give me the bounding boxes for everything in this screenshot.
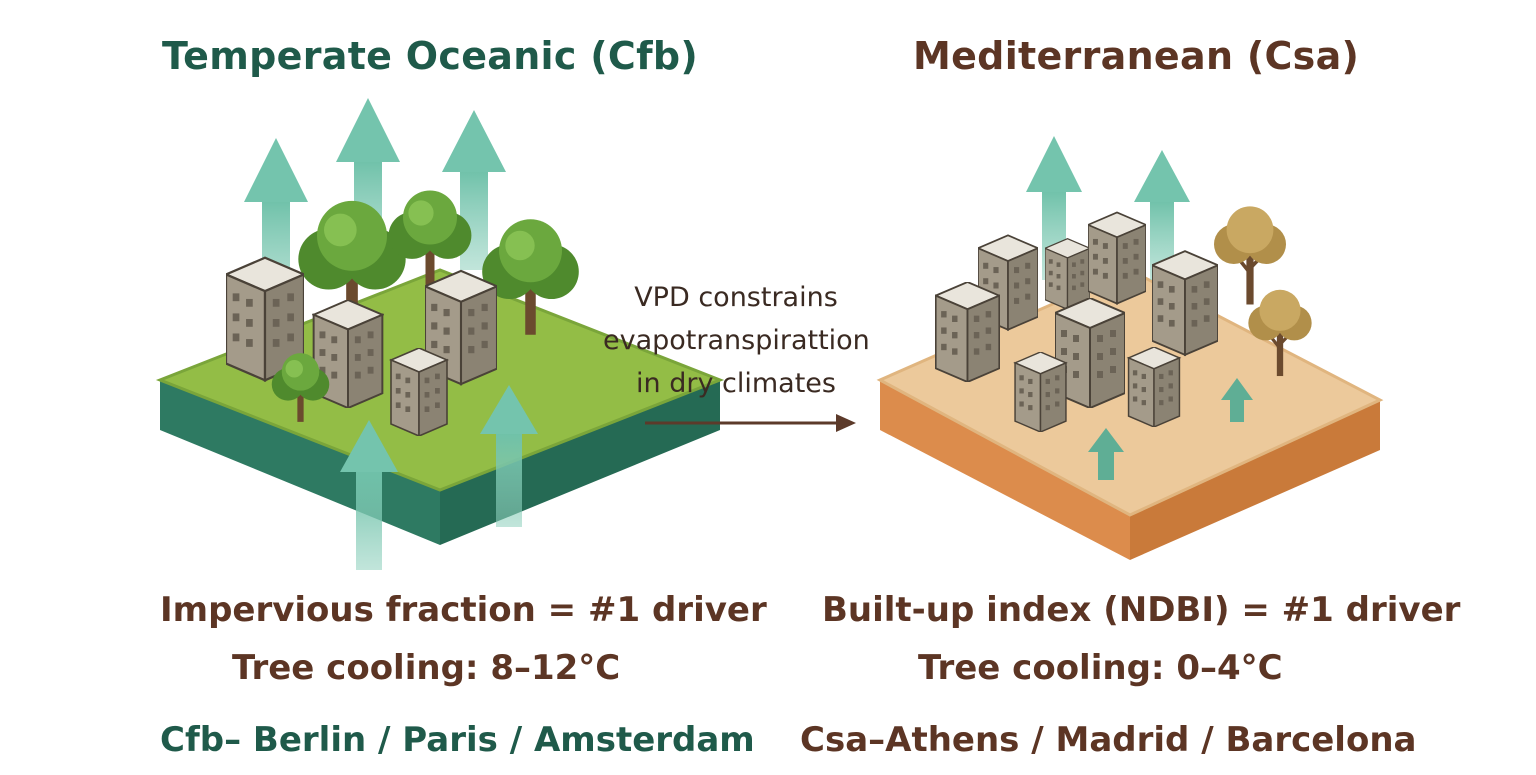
- building-block-icon: [1088, 211, 1146, 305]
- mediterranean-title: Mediterranean (Csa): [913, 34, 1360, 78]
- mediterranean-cities-label: Csa–Athens / Madrid / Barcelona: [800, 720, 1417, 760]
- sand-side-right: [1130, 400, 1380, 560]
- building-block-icon: [1014, 352, 1067, 432]
- mediterranean-cooling-label: Tree cooling: 0–4°C: [918, 648, 1283, 688]
- temperate-cities-label: Cfb– Berlin / Paris / Amsterdam: [160, 720, 755, 760]
- building-block-icon: [935, 282, 1000, 382]
- sand-side-left: [880, 380, 1130, 560]
- evaporation-arrow-icon: [340, 420, 398, 570]
- building-block-icon: [1127, 347, 1181, 427]
- evaporation-arrows-right-front: [1088, 378, 1253, 480]
- temperate-driver-label: Impervious fraction = #1 driver: [160, 590, 767, 630]
- dry-tree-icon: [1212, 204, 1288, 307]
- vpd-constraint-label: VPD constrains evapotranspirattion in dr…: [603, 282, 870, 399]
- building-block-icon: [1045, 237, 1090, 311]
- evaporation-arrow-icon: [1088, 428, 1124, 480]
- evaporation-arrows-left-front: [340, 385, 538, 570]
- temperate-cooling-label: Tree cooling: 8–12°C: [232, 648, 621, 688]
- evaporation-arrow-icon: [1221, 378, 1253, 422]
- flow-arrow-icon: [645, 414, 856, 432]
- building-block-icon: [1152, 249, 1218, 357]
- temperate-title: Temperate Oceanic (Cfb): [162, 34, 699, 78]
- building-block-icon: [390, 348, 448, 436]
- evaporation-arrow-icon: [480, 385, 538, 527]
- mediterranean-driver-label: Built-up index (NDBI) = #1 driver: [822, 590, 1461, 630]
